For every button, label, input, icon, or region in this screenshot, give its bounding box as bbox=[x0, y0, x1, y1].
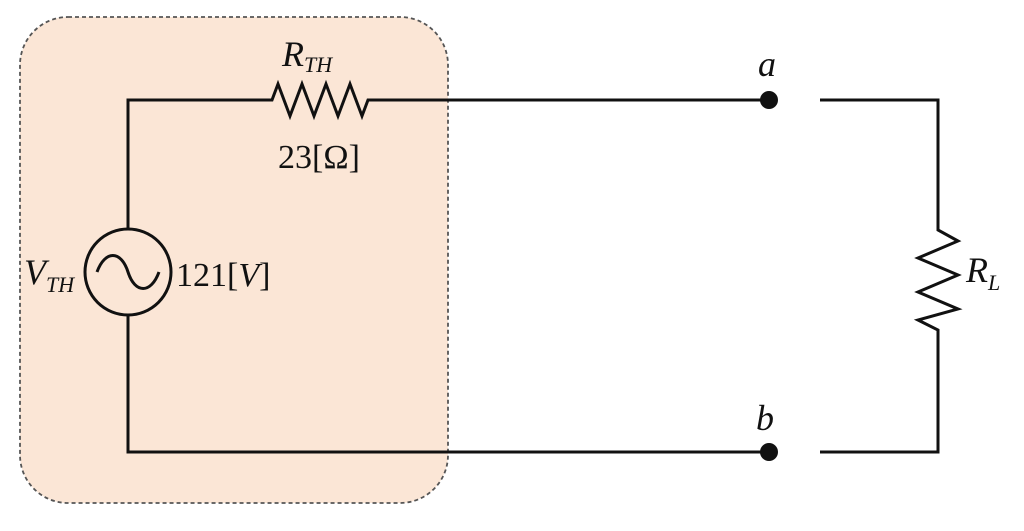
terminal-b-dot bbox=[760, 443, 778, 461]
rl-label: RL bbox=[965, 250, 1000, 295]
vth-label: VTH bbox=[24, 252, 75, 297]
rth-label: RTH bbox=[281, 34, 333, 77]
resistor-rth bbox=[263, 79, 376, 121]
wire-load-bottom bbox=[820, 336, 940, 454]
terminal-a-dot bbox=[760, 91, 778, 109]
vth-value-label: 121[V] bbox=[176, 257, 270, 294]
terminal-a-label: a bbox=[758, 44, 776, 84]
resistor-rl bbox=[913, 222, 963, 336]
rth-value-label: 23[Ω] bbox=[278, 139, 360, 176]
terminal-b-label: b bbox=[756, 398, 774, 438]
wire-left-top bbox=[126, 98, 263, 230]
wire-left-bottom bbox=[126, 315, 769, 454]
wire-load-top bbox=[820, 98, 940, 222]
